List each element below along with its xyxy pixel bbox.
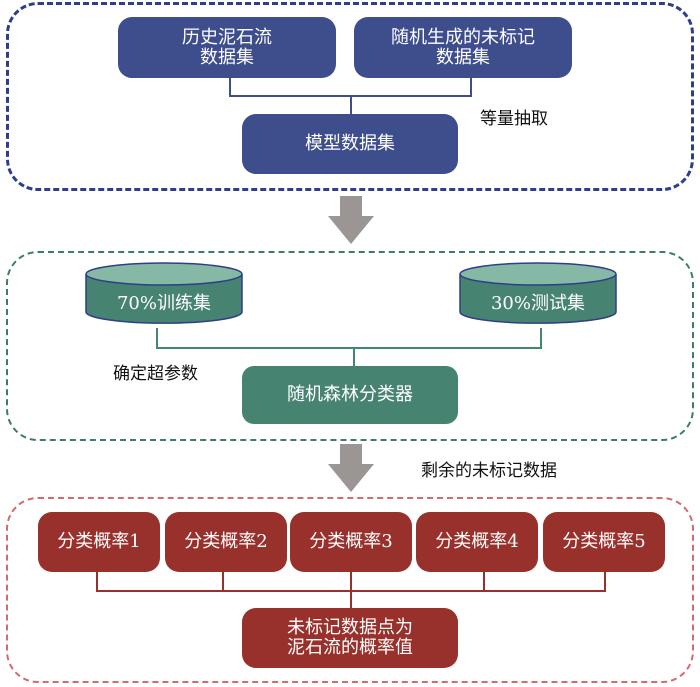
equal-sampling-label: 等量抽取 — [480, 109, 548, 129]
down-arrow-icon — [328, 444, 374, 492]
connector-line — [156, 347, 542, 349]
connector-line — [350, 572, 352, 591]
connector-line — [350, 95, 352, 114]
box-line: 数据集 — [200, 46, 254, 68]
random-forest-classifier-box: 随机森林分类器 — [242, 366, 458, 424]
hyperparameter-label: 确定超参数 — [113, 364, 198, 384]
box-line: 数据集 — [436, 46, 490, 68]
connector-line — [604, 572, 606, 591]
training-set-cylinder — [85, 262, 243, 324]
probability-box-4: 分类概率4 — [416, 512, 538, 572]
box-text: 分类概率4 — [435, 531, 519, 552]
connector-line — [96, 572, 98, 591]
probability-box-1: 分类概率1 — [38, 512, 160, 572]
connector-line — [222, 572, 224, 591]
stage1-group — [6, 2, 694, 191]
historical-debris-flow-dataset-box: 历史泥石流 数据集 — [118, 17, 336, 78]
probability-box-3: 分类概率3 — [290, 512, 412, 572]
box-text: 模型数据集 — [305, 133, 395, 154]
down-arrow-icon — [328, 196, 374, 244]
box-line: 泥石流的概率值 — [287, 637, 413, 658]
box-line: 未标记数据点为 — [287, 617, 413, 638]
box-text: 分类概率1 — [57, 531, 141, 552]
box-line: 随机生成的未标记 — [391, 26, 535, 48]
connector-line — [156, 328, 158, 348]
test-set-cylinder — [459, 262, 617, 324]
connector-line — [350, 590, 352, 608]
stage3-group — [6, 497, 694, 683]
connector-line — [540, 328, 542, 348]
connector-line — [470, 78, 472, 96]
stage2-group — [6, 251, 694, 441]
connector-line — [483, 572, 485, 591]
model-dataset-box: 模型数据集 — [242, 114, 458, 174]
box-text: 分类概率2 — [184, 531, 268, 552]
box-text: 分类概率5 — [562, 531, 646, 552]
connector-line — [229, 78, 231, 96]
box-line: 历史泥石流 — [182, 26, 272, 48]
test-set-label: 30%测试集 — [490, 293, 585, 314]
box-text: 随机森林分类器 — [287, 384, 413, 405]
training-set-label: 70%训练集 — [116, 293, 211, 314]
remaining-unlabeled-data-label: 剩余的未标记数据 — [421, 461, 557, 481]
probability-box-5: 分类概率5 — [543, 512, 665, 572]
random-unlabeled-dataset-box: 随机生成的未标记 数据集 — [354, 17, 572, 78]
probability-box-2: 分类概率2 — [165, 512, 287, 572]
connector-line — [353, 347, 355, 366]
box-text: 分类概率3 — [309, 531, 393, 552]
debris-flow-probability-box: 未标记数据点为 泥石流的概率值 — [242, 608, 458, 668]
